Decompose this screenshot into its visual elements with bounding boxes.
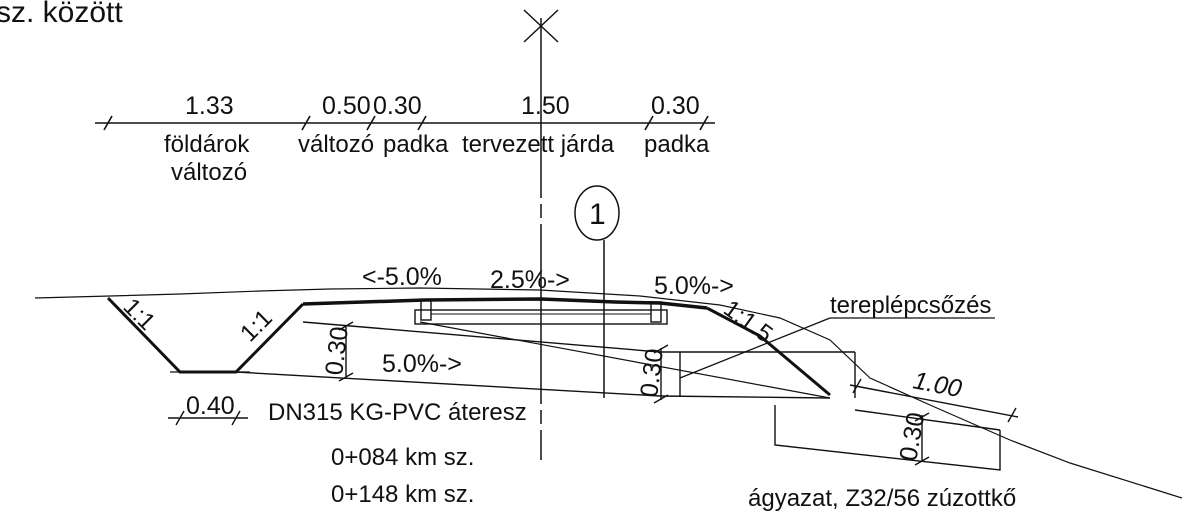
- culvert-km2: 0+148 km sz.: [331, 481, 474, 508]
- centerline: [523, 9, 559, 460]
- dim-tick: [103, 115, 113, 131]
- slope-right-cross: 5.0%->: [654, 272, 734, 300]
- label-shoulder-right: padka: [644, 131, 710, 158]
- left-thickness-value: 0.30: [320, 325, 354, 377]
- step-leader: [679, 317, 831, 379]
- mid-thickness-value: 0.30: [635, 347, 669, 399]
- ditch-width-dimension: [168, 410, 248, 426]
- ditch-right-ratio: 1:1: [235, 305, 278, 348]
- header-title-fragment: sz. között: [0, 0, 123, 29]
- step-annotation: tereplépcsőzés: [830, 292, 991, 319]
- layer-lines: [235, 321, 856, 399]
- ditch-width-value: 0.40: [186, 392, 235, 420]
- existing-ground-line: [34, 287, 1182, 499]
- bedding-block: [774, 405, 1001, 471]
- dim-tick: [366, 115, 376, 131]
- slope-mid-cross: 2.5%->: [490, 266, 570, 294]
- label-ditch-variable: változó: [171, 159, 247, 186]
- label-ditch: földárok: [164, 131, 250, 158]
- embankment-slope: [706, 306, 831, 397]
- bedding-thickness-dimension: [914, 412, 930, 466]
- bedding-width-dimension: [849, 378, 1019, 423]
- sidewalk-slab: [414, 299, 668, 325]
- culvert-km1: 0+084 km sz.: [331, 444, 474, 471]
- mid-thickness-dimension: [653, 344, 669, 404]
- section-marker-number: 1: [589, 198, 606, 231]
- culvert-annotation: DN315 KG-PVC áteresz: [268, 399, 527, 426]
- ditch-left-ratio: 1:1: [118, 293, 161, 336]
- dim-value-shoulder-left: 0.30: [373, 92, 422, 120]
- dim-tick: [301, 115, 311, 131]
- slope-bottom-cross: 5.0%->: [382, 350, 462, 378]
- dim-tick: [417, 115, 427, 131]
- embankment-ratio: 1:1.5: [718, 295, 777, 348]
- dim-tick: [699, 115, 709, 131]
- bedding-annotation: ágyazat, Z32/56 zúzottkő: [748, 485, 1016, 512]
- dim-value-sidewalk: 1.50: [521, 92, 570, 120]
- bedding-thickness-value: 0.30: [894, 410, 930, 463]
- left-thickness-dimension: [338, 321, 354, 382]
- section-marker: [574, 185, 620, 398]
- dim-value-ditch: 1.33: [185, 92, 234, 120]
- dim-tick: [644, 115, 654, 131]
- label-shoulder-left: padka: [383, 131, 449, 158]
- top-dimension-chain: [95, 115, 715, 131]
- label-sidewalk: tervezett járda: [462, 131, 615, 158]
- dim-value-shoulder-right: 0.30: [651, 92, 700, 120]
- pavement-surface: [302, 297, 708, 310]
- dim-value-variable: 0.50: [322, 92, 371, 120]
- slope-left-cross: <-5.0%: [362, 263, 442, 291]
- label-variable: változó: [298, 131, 374, 158]
